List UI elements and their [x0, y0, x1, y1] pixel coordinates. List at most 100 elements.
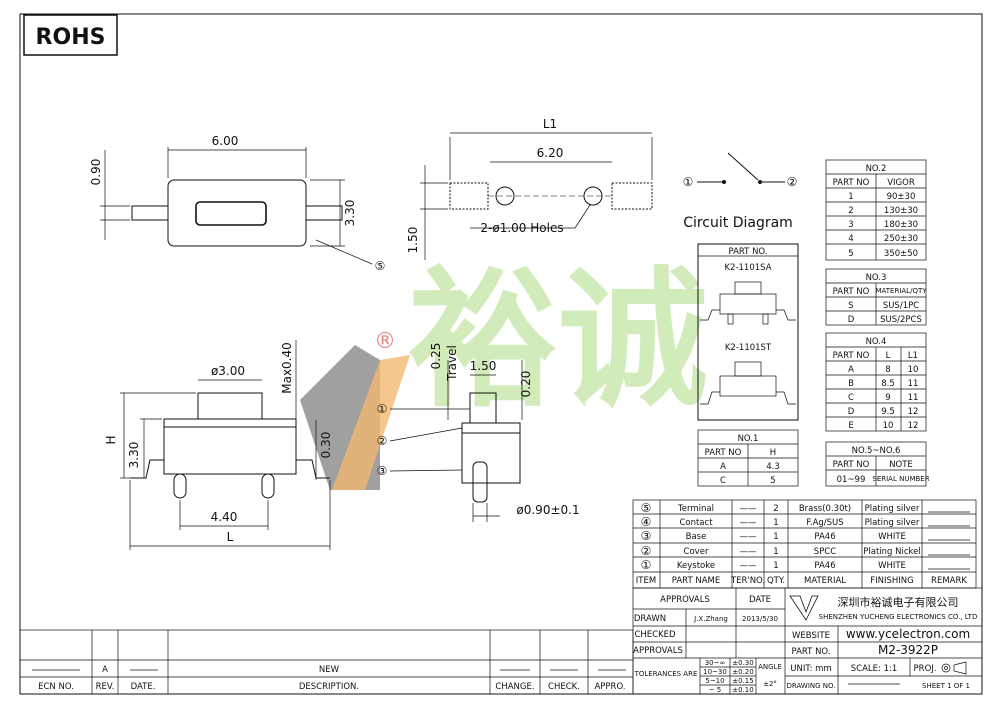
svg-text:±0.10: ±0.10 — [732, 686, 753, 694]
svg-text:Keystoke: Keystoke — [677, 561, 715, 571]
svg-text:③: ③ — [641, 529, 652, 543]
svg-text:±2°: ±2° — [763, 680, 777, 688]
svg-text:1: 1 — [848, 192, 853, 202]
tolerance-table: TOLERANCES ARE 30~∞ 10~30 5~10 ~ 5 ±0.30… — [634, 658, 782, 694]
revision-table: A NEW ECN NO. REV. DATE. DESCRIPTION. CH… — [19, 629, 634, 695]
svg-text:A: A — [102, 665, 108, 675]
svg-text:0.90: 0.90 — [89, 159, 103, 186]
bom-table: ⑤ Terminal —— 2 Brass(0.30t) Plating sil… — [632, 499, 977, 589]
svg-text:CHANGE.: CHANGE. — [495, 682, 534, 692]
svg-text:NOTE: NOTE — [889, 460, 913, 470]
svg-text:Plating silver: Plating silver — [865, 518, 920, 528]
svg-text:PART NO: PART NO — [833, 351, 870, 361]
svg-text:QTY.: QTY. — [767, 576, 785, 586]
svg-text:WEBSITE: WEBSITE — [792, 631, 830, 641]
svg-text:±0.15: ±0.15 — [732, 677, 753, 685]
svg-text:PART NO.: PART NO. — [792, 647, 831, 657]
svg-text:ANGLE: ANGLE — [758, 663, 782, 671]
svg-text:350±50: 350±50 — [884, 249, 918, 259]
svg-text:2013/5/30: 2013/5/30 — [742, 615, 778, 623]
svg-text:PART NO.: PART NO. — [729, 247, 768, 257]
svg-text:⑤: ⑤ — [641, 501, 652, 515]
svg-text:6.00: 6.00 — [212, 134, 239, 148]
rohs-badge: ROHS — [23, 14, 118, 56]
svg-text:NO.4: NO.4 — [866, 337, 887, 347]
svg-text:MATERIAL: MATERIAL — [804, 576, 846, 586]
svg-text:4: 4 — [848, 234, 853, 244]
svg-text:PROJ.: PROJ. — [914, 664, 937, 674]
svg-text:1: 1 — [773, 561, 778, 571]
svg-text:B: B — [848, 379, 854, 389]
svg-text:——: —— — [740, 518, 758, 528]
svg-text:E: E — [848, 421, 853, 431]
svg-text:ø0.90±0.1: ø0.90±0.1 — [516, 503, 579, 517]
svg-text:L1: L1 — [543, 117, 557, 131]
svg-text:SERIAL NUMBER: SERIAL NUMBER — [872, 475, 929, 483]
svg-text:SPCC: SPCC — [814, 547, 836, 557]
svg-text:CHECKED: CHECKED — [634, 630, 676, 640]
svg-text:5: 5 — [770, 476, 775, 486]
svg-text:C: C — [720, 476, 726, 486]
svg-text:3.30: 3.30 — [127, 442, 141, 469]
svg-text:01~99: 01~99 — [837, 475, 866, 485]
svg-text:CHECK.: CHECK. — [548, 682, 580, 692]
svg-text:APPROVALS: APPROVALS — [633, 646, 683, 656]
svg-text:NO.1: NO.1 — [738, 434, 759, 444]
projection-symbol-icon — [941, 661, 967, 675]
svg-text:——: —— — [740, 561, 758, 571]
svg-text:2-ø1.00 Holes: 2-ø1.00 Holes — [480, 221, 563, 235]
svg-text:MATERIAL/QTY: MATERIAL/QTY — [875, 287, 927, 295]
front-view: 0.25 Travel 1.50 0.20 ① ② ③ ø0.90±0.1 — [377, 343, 580, 522]
svg-text:30~∞: 30~∞ — [705, 659, 726, 667]
svg-text:①: ① — [377, 402, 388, 416]
svg-text:DATE.: DATE. — [131, 682, 156, 692]
svg-text:UNIT: mm: UNIT: mm — [790, 664, 831, 674]
svg-text:REV.: REV. — [96, 682, 115, 692]
svg-text:1.50: 1.50 — [470, 359, 497, 373]
svg-text:②: ② — [377, 434, 388, 448]
svg-text:D: D — [848, 315, 855, 325]
svg-text:250±30: 250±30 — [884, 234, 918, 244]
no3-table: NO.3 PART NO MATERIAL/QTY S SUS/1PC D SU… — [825, 268, 927, 326]
svg-text:0.20: 0.20 — [519, 371, 533, 398]
svg-text:Max0.40: Max0.40 — [280, 342, 294, 394]
svg-text:Plating Nickel: Plating Nickel — [863, 547, 920, 557]
circuit-diagram: ① ② Circuit Diagram — [683, 152, 797, 231]
svg-text:0.30: 0.30 — [319, 432, 333, 459]
svg-text:L1: L1 — [908, 351, 918, 361]
variant1-sketch — [700, 281, 796, 325]
svg-text:Cover: Cover — [684, 547, 709, 557]
svg-text:SHENZHEN YUCHENG ELECTRONICS C: SHENZHEN YUCHENG ELECTRONICS CO., LTD — [819, 613, 978, 621]
svg-text:APPROVALS: APPROVALS — [660, 595, 710, 605]
svg-text:10: 10 — [908, 365, 919, 375]
svg-text:Travel: Travel — [445, 345, 459, 382]
no4-table: NO.4 PART NO L L1 A 8 10 B 8.5 11 C 9 11… — [825, 332, 927, 432]
svg-text:深圳市裕诚电子有限公司: 深圳市裕诚电子有限公司 — [838, 595, 959, 609]
svg-text:APPRO.: APPRO. — [594, 682, 625, 692]
svg-text:ø3.00: ø3.00 — [211, 364, 245, 378]
svg-text:~ 5: ~ 5 — [709, 686, 722, 694]
svg-text:180±30: 180±30 — [884, 220, 918, 230]
svg-text:M2-3922P: M2-3922P — [878, 643, 938, 657]
svg-text:ROHS: ROHS — [36, 25, 106, 50]
watermark-logo: ® 裕诚 — [300, 254, 708, 490]
svg-text:11: 11 — [908, 379, 919, 389]
svg-text:PA46: PA46 — [814, 532, 835, 542]
svg-text:5: 5 — [848, 249, 853, 259]
svg-text:PART NO: PART NO — [705, 448, 742, 458]
svg-text:8: 8 — [885, 365, 890, 375]
svg-text:2: 2 — [848, 206, 853, 216]
svg-text:K2-1101SA: K2-1101SA — [724, 263, 771, 273]
svg-text:ITEM: ITEM — [636, 576, 656, 586]
svg-text:Circuit Diagram: Circuit Diagram — [683, 215, 793, 231]
svg-text:VIGOR: VIGOR — [887, 178, 915, 188]
svg-text:5~10: 5~10 — [705, 677, 724, 685]
svg-text:PART NO: PART NO — [833, 287, 870, 297]
svg-text:10: 10 — [883, 421, 894, 431]
svg-text:NO.3: NO.3 — [866, 273, 887, 283]
svg-text:WHITE: WHITE — [878, 532, 906, 542]
side-view: ø3.00 Max0.40 H 3.30 0.30 4.40 L — [104, 340, 333, 550]
svg-text:④: ④ — [641, 515, 652, 529]
no56-table: NO.5~NO.6 PART NO NOTE 01~99 SERIAL NUMB… — [825, 441, 930, 487]
